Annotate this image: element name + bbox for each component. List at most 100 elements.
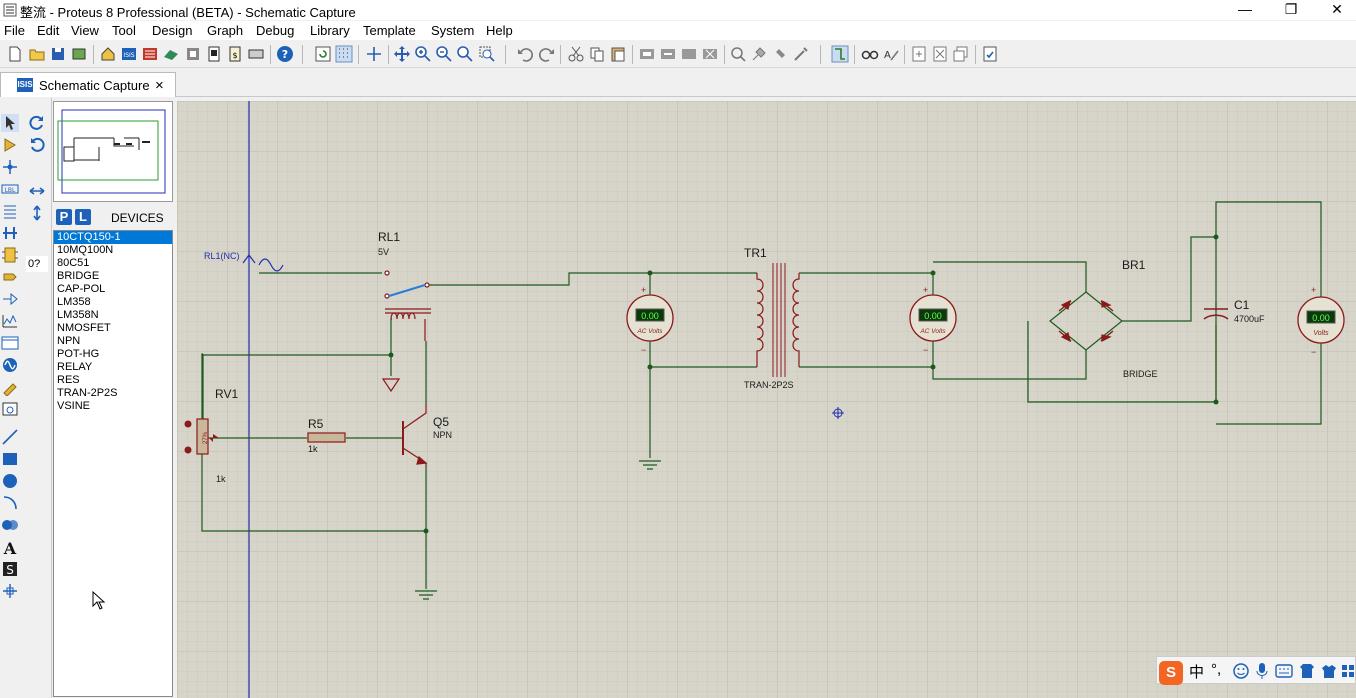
remove-sheet-icon[interactable] — [931, 45, 949, 63]
undo-icon[interactable] — [516, 45, 534, 63]
make-device-icon[interactable] — [750, 45, 768, 63]
help-icon[interactable]: ? — [276, 45, 294, 63]
selection-mode-icon[interactable] — [1, 114, 19, 132]
dc-voltmeter[interactable]: 0.00 Volts + − — [1297, 285, 1345, 357]
pcb-layout-icon[interactable] — [141, 45, 159, 63]
new-file-icon[interactable] — [6, 45, 24, 63]
close-button[interactable]: ✕ — [1331, 1, 1343, 17]
skin-icon[interactable] — [1299, 663, 1315, 679]
notes-icon[interactable] — [247, 45, 265, 63]
gerber-icon[interactable] — [184, 45, 202, 63]
ime-language-toggle[interactable]: 中 — [1189, 664, 1205, 681]
menu-system[interactable]: System — [431, 23, 475, 38]
property-assignment-icon[interactable]: A — [882, 45, 900, 63]
packaging-tool-icon[interactable] — [771, 45, 789, 63]
voltage-probe-icon[interactable] — [1, 378, 19, 396]
menu-help[interactable]: Help — [486, 23, 513, 38]
box-mode-icon[interactable] — [1, 450, 19, 468]
terminals-icon[interactable] — [1, 268, 19, 286]
shirt-icon[interactable] — [1321, 663, 1337, 679]
device-item[interactable]: NMOSFET — [57, 322, 111, 334]
device-item[interactable]: VSINE — [57, 400, 91, 412]
line-mode-icon[interactable] — [1, 428, 19, 446]
keyboard-icon[interactable] — [1275, 664, 1293, 678]
component-mode-icon[interactable] — [1, 136, 19, 154]
pan-icon[interactable] — [393, 45, 411, 63]
symbol-mode-icon[interactable]: S — [1, 560, 19, 578]
transformer-tr1[interactable]: TR1 TRAN-2P2S — [744, 246, 800, 390]
paste-icon[interactable] — [609, 45, 627, 63]
zoom-in-icon[interactable] — [414, 45, 432, 63]
path-mode-icon[interactable] — [1, 516, 19, 534]
tab-close-icon[interactable]: × — [155, 77, 164, 94]
pick-devices-button[interactable]: P — [56, 209, 72, 225]
rotate-anticlockwise-icon[interactable] — [28, 136, 46, 154]
toolbox-icon[interactable] — [1341, 663, 1355, 679]
rotate-clockwise-icon[interactable] — [28, 114, 46, 132]
rl1-nc-source[interactable]: RL1(NC) — [204, 251, 284, 272]
bom-icon[interactable] — [205, 45, 223, 63]
resistor-r5[interactable]: R5 1k — [307, 417, 346, 454]
import-icon[interactable] — [70, 45, 88, 63]
minimize-button[interactable]: — — [1238, 1, 1252, 17]
menu-tool[interactable]: Tool — [112, 23, 136, 38]
relay-rl1[interactable]: RL1 5V — [378, 230, 431, 393]
overview-window[interactable] — [53, 101, 173, 202]
menu-file[interactable]: File — [4, 23, 25, 38]
device-item[interactable]: LM358N — [57, 309, 99, 321]
block-copy-icon[interactable] — [638, 45, 656, 63]
buses-icon[interactable] — [1, 224, 19, 242]
copy-icon[interactable] — [588, 45, 606, 63]
menu-template[interactable]: Template — [363, 23, 416, 38]
home-icon[interactable] — [99, 45, 117, 63]
3d-viewer-icon[interactable] — [162, 45, 180, 63]
device-item[interactable]: RES — [57, 374, 80, 386]
device-item[interactable]: CAP-POL — [57, 283, 106, 295]
search-icon[interactable] — [861, 45, 879, 63]
rotation-angle-field[interactable]: 0? — [26, 256, 48, 272]
refresh-icon[interactable] — [314, 45, 332, 63]
origin-icon[interactable] — [365, 45, 383, 63]
marker-mode-icon[interactable] — [1, 582, 19, 600]
open-folder-icon[interactable] — [28, 45, 46, 63]
save-icon[interactable] — [49, 45, 67, 63]
zoom-area-icon[interactable] — [478, 45, 496, 63]
new-sheet-icon[interactable] — [910, 45, 928, 63]
text-mode-icon[interactable]: A — [1, 538, 19, 556]
design-explorer-icon[interactable] — [981, 45, 999, 63]
device-item[interactable]: 80C51 — [57, 257, 90, 269]
ime-punctuation-toggle[interactable]: °, — [1211, 661, 1222, 678]
graph-mode-icon[interactable] — [1, 312, 19, 330]
microphone-icon[interactable] — [1255, 662, 1269, 680]
menu-view[interactable]: View — [71, 23, 99, 38]
block-rotate-icon[interactable] — [680, 45, 698, 63]
arc-mode-icon[interactable] — [1, 494, 19, 512]
redo-icon[interactable] — [538, 45, 556, 63]
schematic-capture-icon[interactable]: ISIS — [120, 45, 138, 63]
device-item[interactable]: LM358 — [57, 296, 91, 308]
cut-icon[interactable] — [567, 45, 585, 63]
tab-schematic-capture[interactable]: ISIS Schematic Capture × — [0, 72, 176, 97]
pick-device-icon[interactable] — [729, 45, 747, 63]
transistor-q5[interactable]: Q5 NPN — [402, 404, 452, 467]
mirror-horizontal-icon[interactable] — [28, 182, 46, 200]
zoom-all-icon[interactable] — [456, 45, 474, 63]
library-manager-button[interactable]: L — [75, 209, 91, 225]
ac-voltmeter-2[interactable]: 0.00 AC Volts + − — [909, 285, 957, 355]
menu-edit[interactable]: Edit — [37, 23, 60, 38]
mirror-vertical-icon[interactable] — [28, 204, 46, 222]
circle-mode-icon[interactable] — [1, 472, 19, 490]
block-move-icon[interactable] — [659, 45, 677, 63]
potentiometer-rv1[interactable]: 27% RV1 1k — [184, 387, 239, 484]
device-item[interactable]: 10CTQ150-1 — [54, 231, 172, 244]
wire-label-icon[interactable]: LBL — [1, 180, 19, 198]
ac-voltmeter-1[interactable]: 0.00 AC Volts + − — [626, 285, 674, 355]
maximize-button[interactable]: ❐ — [1284, 1, 1298, 17]
exit-parent-icon[interactable] — [952, 45, 970, 63]
text-script-icon[interactable] — [1, 202, 19, 220]
grid-toggle-icon[interactable] — [335, 45, 353, 63]
generator-mode-icon[interactable] — [1, 356, 19, 374]
virtual-instruments-icon[interactable] — [1, 400, 19, 418]
device-item[interactable]: NPN — [57, 335, 81, 347]
emoji-icon[interactable] — [1233, 663, 1249, 679]
